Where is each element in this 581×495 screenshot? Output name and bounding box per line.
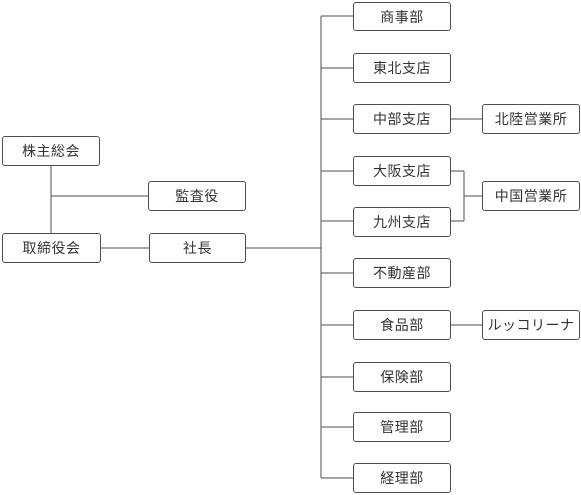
node-insurance: 保険部 (353, 362, 451, 392)
node-accounting: 経理部 (353, 463, 451, 493)
node-commerce: 商事部 (353, 2, 451, 31)
node-chubu: 中部支店 (353, 104, 451, 134)
node-shareholders: 株主総会 (2, 136, 100, 166)
node-realestate: 不動産部 (353, 258, 451, 288)
node-management: 管理部 (353, 412, 451, 442)
node-luccorina: ルッコリーナ (482, 310, 580, 340)
node-hokuriku-office: 北陸営業所 (482, 104, 580, 134)
node-tohoku: 東北支店 (353, 53, 451, 83)
node-board: 取締役会 (2, 233, 101, 263)
node-auditor: 監査役 (148, 181, 246, 211)
node-kyushu: 九州支店 (353, 207, 451, 237)
node-osaka: 大阪支店 (353, 156, 451, 186)
node-food: 食品部 (353, 310, 451, 340)
node-president: 社長 (149, 233, 246, 263)
node-chugoku-office: 中国営業所 (482, 181, 580, 211)
